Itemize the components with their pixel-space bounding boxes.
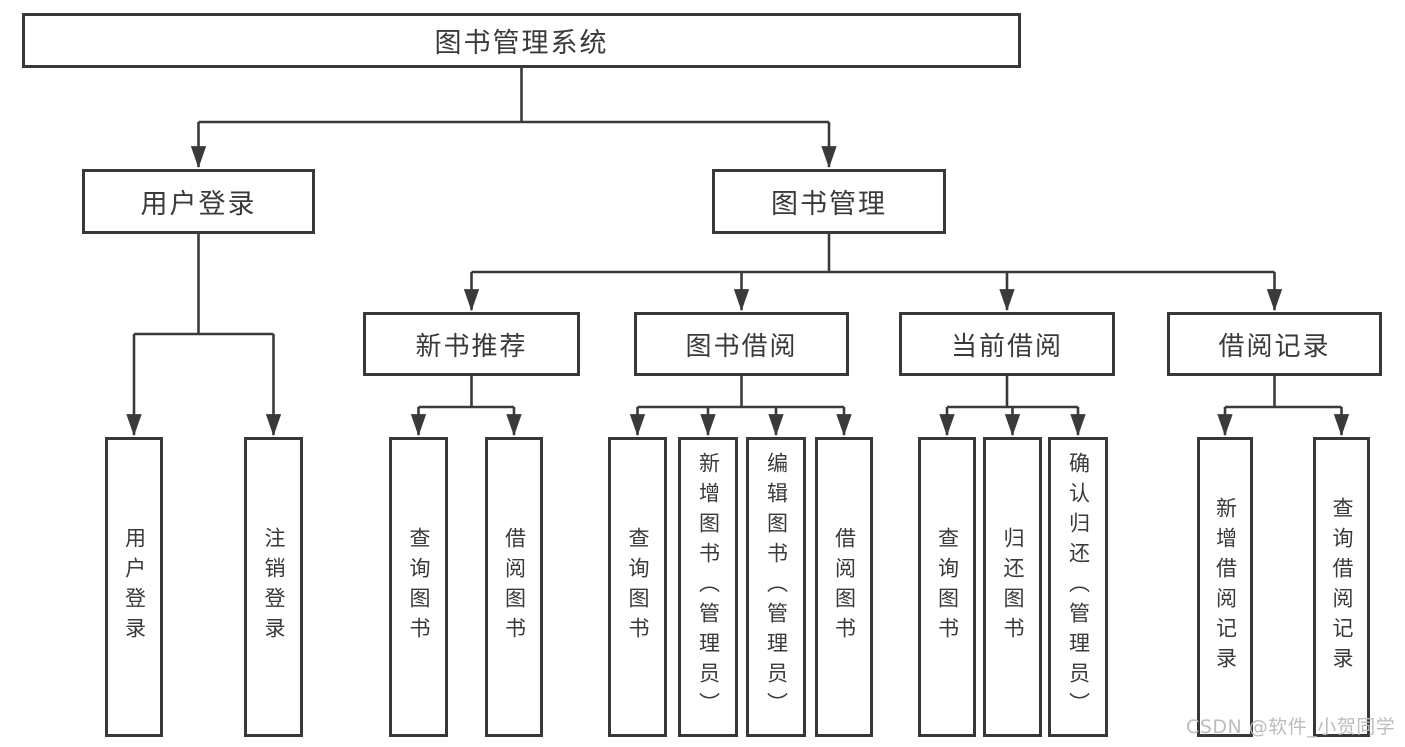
node-new-book-rec: 新书推荐 [363,312,580,376]
leaf-logout: 注销登录 [244,437,303,737]
node-user-login-group: 用户登录 [82,169,315,234]
leaf-user-login: 用户登录 [105,437,163,737]
node-user-login-group-label: 用户登录 [140,189,257,220]
node-book-borrow-label: 图书借阅 [685,331,798,362]
leaf-query-book-borrow-label: 查询图书 [626,527,650,647]
leaf-query-book-current: 查询图书 [918,437,976,737]
node-new-book-rec-label: 新书推荐 [415,331,528,362]
leaf-add-borrow-record-label: 新增借阅记录 [1213,497,1238,677]
leaf-query-book-borrow: 查询图书 [608,437,667,737]
leaf-add-book-admin: 新增图书（管理员） [678,437,738,737]
connector-user-login-to-leaves [126,234,282,437]
node-root-system-label: 图书管理系统 [434,28,609,59]
leaf-borrow-book-recommend-label: 借阅图书 [502,527,527,647]
leaf-user-login-label: 用户登录 [122,527,147,647]
leaf-edit-book-admin: 编辑图书（管理员） [746,437,806,737]
leaf-confirm-return-admin: 确认归还（管理员） [1048,437,1108,737]
leaf-query-book-recommend-label: 查询图书 [407,527,431,647]
leaf-add-borrow-record: 新增借阅记录 [1197,437,1253,737]
leaf-query-borrow-record: 查询借阅记录 [1313,437,1370,737]
leaf-borrow-book: 借阅图书 [815,437,873,737]
leaf-confirm-return-admin-label: 确认归还（管理员） [1066,452,1091,722]
leaf-query-book-current-label: 查询图书 [935,527,960,647]
connector-root-to-level2 [190,68,837,169]
node-current-borrow: 当前借阅 [899,312,1115,376]
csdn-watermark: CSDN @软件_小贺同学 [1186,716,1396,738]
node-book-borrow: 图书借阅 [634,312,849,376]
leaf-return-book-label: 归还图书 [1001,527,1025,647]
connector-new-book-rec-to-leaves [410,376,522,437]
node-book-mgmt-group: 图书管理 [712,169,946,234]
connector-book-mgmt-to-level3 [463,234,1283,312]
leaf-edit-book-admin-label: 编辑图书（管理员） [764,452,789,722]
node-book-mgmt-group-label: 图书管理 [771,189,887,220]
node-borrow-records-label: 借阅记录 [1218,331,1331,362]
leaf-borrow-book-recommend: 借阅图书 [485,437,543,737]
connector-borrow-records-to-leaves [1217,376,1350,437]
leaf-borrow-book-label: 借阅图书 [832,527,857,647]
leaf-query-book-recommend: 查询图书 [389,437,448,737]
leaf-return-book: 归还图书 [983,437,1042,737]
connector-book-borrow-to-leaves [629,376,852,437]
leaf-logout-label: 注销登录 [262,527,286,647]
node-current-borrow-label: 当前借阅 [950,331,1063,362]
connector-current-borrow-to-leaves [939,376,1086,437]
node-borrow-records: 借阅记录 [1167,312,1382,376]
leaf-add-book-admin-label: 新增图书（管理员） [696,452,721,722]
node-root-system: 图书管理系统 [22,13,1021,68]
leaf-query-borrow-record-label: 查询借阅记录 [1330,497,1354,677]
